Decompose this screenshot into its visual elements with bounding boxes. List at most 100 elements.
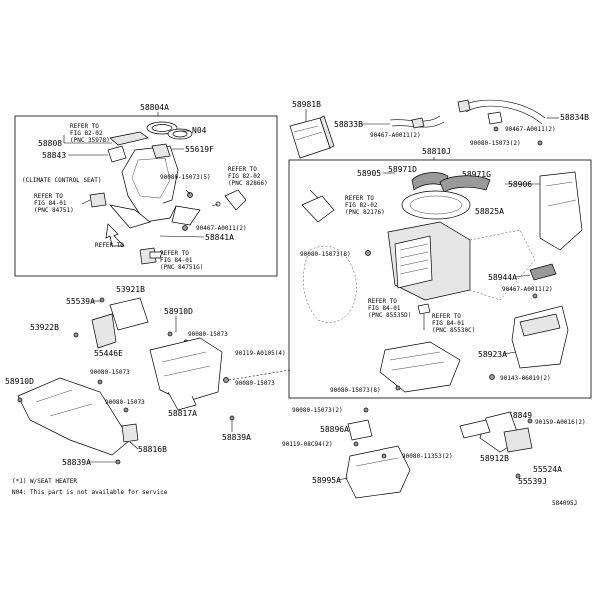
knob-part-58944A <box>529 263 557 281</box>
part-label-58912B: 58912B <box>480 454 509 463</box>
fastener-label-90119-bottom: 90119-08C94(2) <box>282 441 333 448</box>
climate-control-seat-label: (CLIMATE CONTROL SEAT) <box>22 177 101 184</box>
svg-text:REFER TO: REFER TO <box>160 250 189 257</box>
console-box-main <box>387 221 471 301</box>
svg-text:FIG 84-01: FIG 84-01 <box>432 320 465 327</box>
fastener-label-90080-top: 90080-15073(2) <box>470 140 521 147</box>
fastener-label-90080-mid-8: 90080-15073(8) <box>300 251 351 258</box>
connector-part-58843 <box>107 131 149 163</box>
wire-harness-58834B <box>457 99 546 125</box>
console-outline-dashed <box>303 229 536 323</box>
arrow-down-icon <box>105 223 125 247</box>
part-label-53922B: 53922B <box>30 323 59 332</box>
svg-text:(PNC 85535D): (PNC 85535D) <box>368 312 411 319</box>
base-plate-58995A <box>345 445 411 499</box>
part-label-58808: 58808 <box>38 139 62 148</box>
fastener-label-90467-top-right: 90467-A0011(2) <box>505 126 556 133</box>
part-label-55524A: 55524A <box>533 465 562 474</box>
part-label-58834B: 58834B <box>560 113 589 122</box>
tray-part-58825A <box>401 190 471 220</box>
svg-text:REFER TO: REFER TO <box>34 193 63 200</box>
part-label-58910D-left: 58910D <box>5 377 34 386</box>
footnote-not-serviceable: N04: This part is not available for serv… <box>12 489 168 496</box>
part-label-58910D: 58910D <box>164 307 193 316</box>
bolt-icon <box>185 189 193 198</box>
part-label-58944A: 58944A <box>488 273 517 282</box>
side-panel-58906 <box>539 171 583 251</box>
mounting-bracket-58817A <box>149 337 223 411</box>
part-label-58825A: 58825A <box>475 207 504 216</box>
fastener-label-90080-left-a: 90080-15073 <box>90 369 130 376</box>
console-base-bracket <box>379 341 461 393</box>
svg-text:(PNC 85530C): (PNC 85530C) <box>432 327 475 334</box>
part-label-58817A: 58817A <box>168 409 197 418</box>
fastener-label-90080-low-8: 90080-15073(8) <box>330 387 381 394</box>
svg-text:REFER TO: REFER TO <box>345 195 374 202</box>
reference-note-pnc-35978: REFER TO FIG 82-02 (PNC 35978) <box>70 123 110 144</box>
fastener-label-90080-15073-5: 90080-15073(5) <box>160 174 211 181</box>
svg-text:REFER TO: REFER TO <box>432 313 461 320</box>
part-label-N04: N04 <box>192 126 207 135</box>
side-trim-58910D <box>17 377 131 456</box>
part-label-58839A-mid: 58839A <box>222 433 251 442</box>
bracket-part-58896A <box>347 419 373 441</box>
part-label-58923A: 58923A <box>478 350 507 359</box>
part-label-55446E: 55446E <box>94 349 123 358</box>
fastener-label-90467-mid-right: 90467-A0011(2) <box>502 286 553 293</box>
assembly-box-58810J <box>288 159 592 399</box>
reference-note-pnc-82176: REFER TO FIG 82-02 (PNC 82176) <box>345 195 385 216</box>
part-label-58843: 58843 <box>42 151 66 160</box>
fastener-label-90080-mid-a: 90080-15073 <box>188 331 228 338</box>
part-label-58971D: 58971D <box>388 165 417 174</box>
part-label-58833B: 58833B <box>334 120 363 129</box>
svg-text:FIG 82-02: FIG 82-02 <box>70 130 103 137</box>
trim-part-58971G <box>439 175 491 193</box>
bracket-part-58849 <box>459 411 533 453</box>
part-label-58816B: 58816B <box>138 445 167 454</box>
reference-note-pnc-84751G: REFER TO FIG 84-01 (PNC 84751G) <box>160 250 203 271</box>
fastener-label-90080-left-b: 90080-15073 <box>105 399 145 406</box>
part-label-58896A: 58896A <box>320 425 349 434</box>
wire-harness-58833B <box>389 115 445 129</box>
fastener-label-90143: 90143-06019(2) <box>500 375 551 382</box>
part-label-58906: 58906 <box>508 180 532 189</box>
ecu-module-58981B <box>289 115 335 159</box>
reference-note-pnc-84751: REFER TO FIG 84-01 (PNC 84751) <box>34 193 74 214</box>
bolt-icon <box>489 374 495 380</box>
group-label-58810J: 58810J <box>422 147 451 156</box>
part-label-58841A: 58841A <box>205 233 234 242</box>
svg-text:REFER TO: REFER TO <box>368 298 397 305</box>
svg-text:REFER TO: REFER TO <box>70 123 99 130</box>
part-label-58981B: 58981B <box>292 100 321 109</box>
svg-text:FIG 84-01: FIG 84-01 <box>368 305 401 312</box>
figure-id: 584095J <box>552 500 577 507</box>
bracket-part-53921B <box>91 297 149 349</box>
clip-part <box>224 189 247 211</box>
part-label-58905: 58905 <box>357 169 381 178</box>
part-label-53921B: 53921B <box>116 285 145 294</box>
svg-text:(PNC 84751G): (PNC 84751G) <box>160 264 203 271</box>
part-label-55539A: 55539A <box>66 297 95 306</box>
fastener-label-90467-top-left: 90467-A0011(2) <box>370 132 421 139</box>
fastener-label-90080-bottom: 90080-15073(2) <box>292 407 343 414</box>
seat-heater-connector <box>139 247 163 265</box>
reference-note-pnc-85535D: REFER TO FIG 84-01 (PNC 85535D) <box>368 298 411 319</box>
seat-pan-assembly <box>109 143 201 229</box>
switch-part-85535D <box>417 303 431 330</box>
svg-text:FIG 84-01: FIG 84-01 <box>34 200 67 207</box>
svg-text:(PNC 84751): (PNC 84751) <box>34 207 74 214</box>
fastener-label-90080-11353: 90080-11353(2) <box>402 453 453 460</box>
footnote-seat-heater: (*1) W/SEAT HEATER <box>12 478 77 485</box>
part-label-58971G: 58971G <box>462 170 491 179</box>
part-label-58995A: 58995A <box>312 476 341 485</box>
fastener-label-90080-mid-b: 90080-15073 <box>235 380 275 387</box>
fastener-label-90159: 90159-A0016(2) <box>535 419 586 426</box>
group-label-58804A: 58804A <box>140 103 169 112</box>
svg-text:(PNC 35978): (PNC 35978) <box>70 137 110 144</box>
panel-part-58923A <box>511 305 569 369</box>
svg-text:(PNC 82866): (PNC 82866) <box>228 180 268 187</box>
svg-text:REFER TO: REFER TO <box>95 242 124 249</box>
part-label-58839A-left: 58839A <box>62 458 91 467</box>
reference-note-pnc-82866: REFER TO FIG 82-02 (PNC 82866) <box>228 166 268 187</box>
bolt-icon <box>229 415 235 421</box>
